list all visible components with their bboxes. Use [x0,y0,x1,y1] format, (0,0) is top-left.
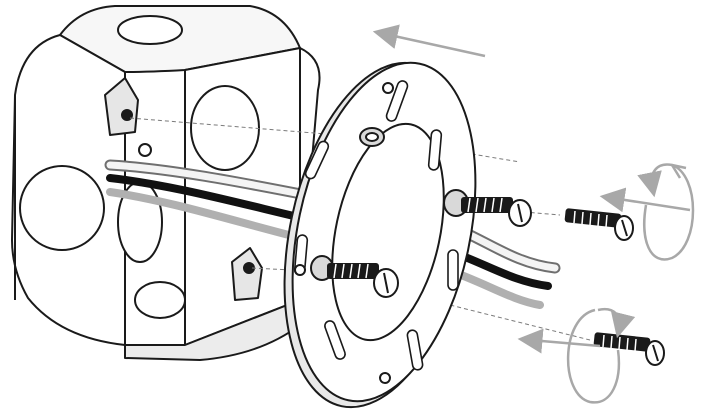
bracket-screw-icon [310,255,399,298]
direction-arrow-icon [372,24,486,58]
machine-screw-icon [593,332,665,366]
machine-screw-icon [564,208,634,241]
octagon-junction-box-icon [11,5,321,361]
bracket-screw-icon [359,127,532,227]
direction-arrow-icon [599,187,691,213]
rotation-arrow-icon [566,307,636,404]
round-mounting-bracket-icon [283,61,477,409]
direction-arrow-icon [517,328,601,354]
rotation-arrow-icon [637,163,695,261]
